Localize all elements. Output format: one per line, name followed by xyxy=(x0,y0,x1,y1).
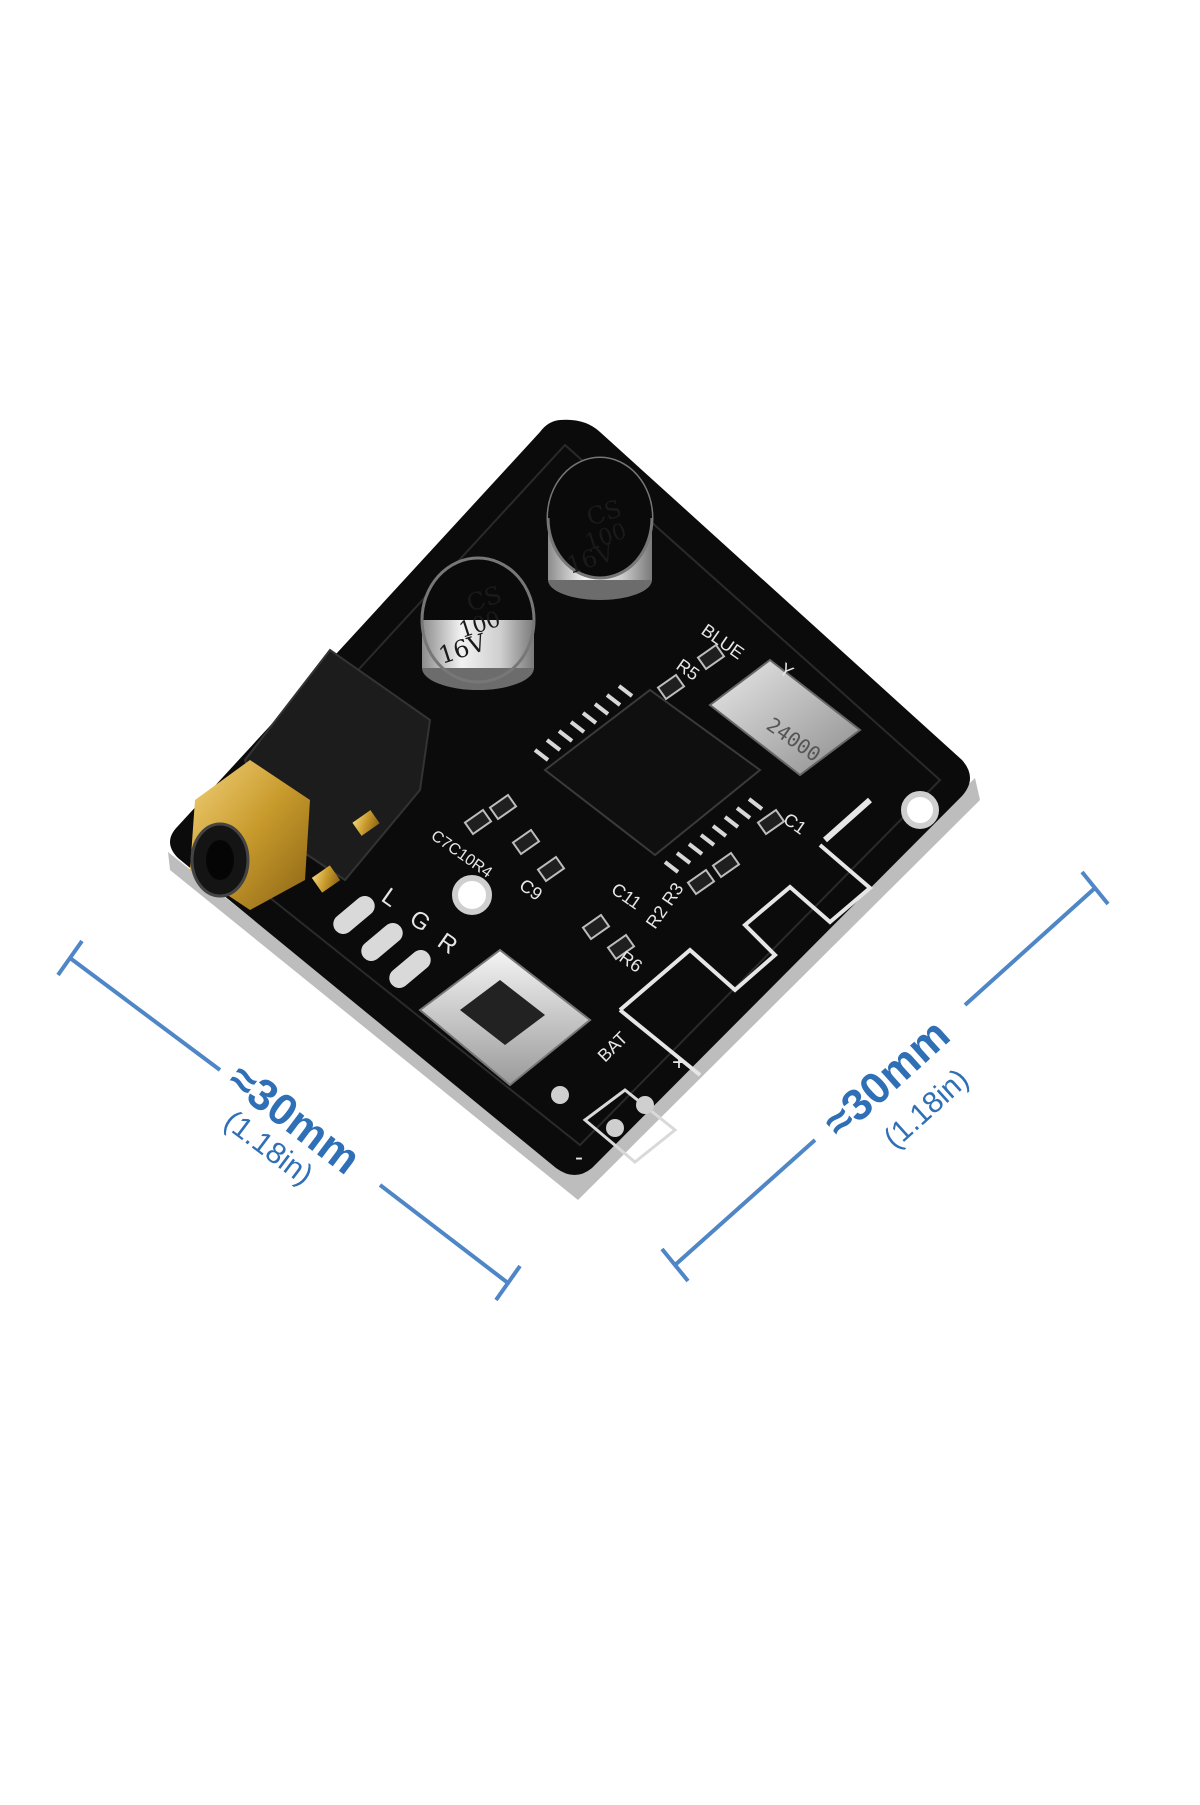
capacitor-rear: CS 100 16V xyxy=(546,456,654,600)
label-minus: - xyxy=(575,1144,583,1171)
mounting-hole xyxy=(901,791,939,829)
audio-output-pads xyxy=(333,896,431,988)
battery-pads xyxy=(582,1088,678,1164)
capacitor-front: CS 100 16V xyxy=(420,556,536,690)
label-plus: + xyxy=(672,1049,686,1076)
mounting-holes xyxy=(452,791,939,915)
crystal-oscillator: 24000 xyxy=(708,658,862,777)
pcb-edge xyxy=(168,778,980,1200)
mounting-hole xyxy=(452,875,492,915)
audio-jack xyxy=(190,648,432,910)
pcb-antenna xyxy=(618,797,874,1077)
pcb-face xyxy=(170,419,970,1175)
smd-components xyxy=(463,643,786,961)
micro-usb-port xyxy=(418,948,592,1104)
bluetooth-chip xyxy=(533,684,764,874)
